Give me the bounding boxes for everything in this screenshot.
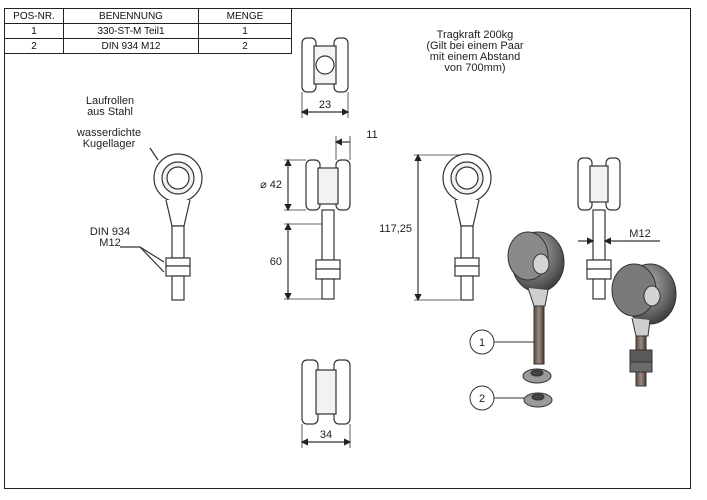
bottom-view-roller: [300, 359, 352, 448]
dim-diameter-value: ⌀ 42: [260, 179, 282, 191]
nut-note: DIN 934 M12: [80, 227, 140, 249]
dim-thread-size-value: M12: [629, 228, 650, 240]
front-hub: [317, 167, 339, 205]
hex-nut-upper: [165, 257, 191, 267]
load-line-4: von 700mm): [444, 62, 506, 74]
balloon-pos-2: [469, 385, 524, 411]
parts-list-row: 1 330-ST-M Teil1 1: [4, 23, 292, 39]
dim-thread-length-value: 60: [270, 256, 282, 268]
far-right-rod: [592, 209, 606, 261]
front-threaded-rod: [321, 209, 335, 261]
render-left-roller-hub: [532, 253, 550, 275]
roller-eye-shank: [165, 199, 191, 227]
balloon-pos-1: [469, 329, 534, 355]
front-view-roller: [284, 136, 351, 301]
bottom-hub: [315, 369, 337, 415]
front-nut-lower: [315, 268, 341, 280]
dim-width-top-value: 23: [319, 99, 331, 111]
load-line-1: Tragkraft 200kg: [436, 29, 514, 41]
rollers-line-1: Laufrollen: [85, 95, 135, 107]
right-threaded-rod: [460, 225, 474, 259]
right-side-view-roller: [414, 153, 492, 302]
right-nut-upper: [454, 257, 480, 267]
render-roller-assembly-left: [507, 231, 565, 365]
bearing-bore: [166, 166, 190, 190]
right-nut-lower: [454, 265, 480, 277]
header-benennung: BENENNUNG: [63, 8, 199, 24]
render-right-nut-upper: [629, 349, 653, 363]
render-nut-1-bore: [530, 369, 544, 377]
far-right-front-view: [577, 157, 660, 300]
parts-list-row: 2 DIN 934 M12 2: [4, 38, 292, 54]
load-line-2: (Gilt bei einem Paar: [426, 40, 524, 52]
balloon-1-label: 1: [479, 337, 485, 349]
hex-nut-lower: [165, 265, 191, 277]
nut-leader-line-lower: [139, 246, 165, 273]
parts-list-table: POS-NR. BENENNUNG MENGE 1 330-ST-M Teil1…: [4, 8, 292, 54]
right-eye-shank: [454, 199, 480, 227]
render-right-nut-lower: [629, 361, 653, 373]
right-rod-end: [460, 275, 474, 301]
bearing-note: wasserdichte Kugellager: [64, 128, 154, 150]
threaded-rod-end: [171, 275, 185, 301]
threaded-rod: [171, 225, 185, 259]
far-right-rod-end: [592, 278, 606, 300]
dim-overall-height-value: 117,25: [379, 223, 412, 235]
parts-list-header-row: POS-NR. BENENNUNG MENGE: [4, 8, 292, 24]
render-nuts-left: [522, 368, 553, 408]
dim-offset-value: 11: [366, 129, 377, 141]
nut-line-1: DIN 934: [89, 226, 131, 238]
bearing-leader-line: [149, 147, 159, 161]
side-view-roller: [120, 147, 203, 301]
pos-nr-cell: 2: [4, 38, 64, 54]
load-line-3: mit einem Abstand: [429, 51, 521, 63]
dim-width-bottom-value: 34: [320, 429, 332, 441]
front-rod-end: [321, 278, 335, 300]
header-menge: MENGE: [198, 8, 292, 24]
header-pos-nr: POS-NR.: [4, 8, 64, 24]
nut-line-2: M12: [99, 237, 121, 249]
bearing-line-2: Kugellager: [82, 138, 136, 150]
menge-cell: 2: [198, 38, 292, 54]
render-right-rod-upper: [635, 335, 647, 351]
far-right-hub: [589, 165, 609, 203]
render-left-rod: [533, 305, 545, 365]
load-capacity-note: Tragkraft 200kg (Gilt bei einem Paar mit…: [400, 30, 550, 74]
top-view-roller: [300, 37, 350, 118]
render-left-eye: [527, 287, 549, 307]
front-nut-upper: [315, 259, 341, 270]
render-roller-assembly-right: [611, 263, 677, 387]
render-right-rod-end: [635, 371, 647, 387]
render-right-eye: [631, 317, 651, 337]
right-bearing-bore: [455, 166, 479, 190]
rollers-note: Laufrollen aus Stahl: [70, 96, 150, 118]
far-right-nut-upper: [586, 259, 612, 270]
balloon-2-label: 2: [479, 393, 485, 405]
render-nut-2-bore: [531, 393, 545, 401]
far-right-nut-lower: [586, 268, 612, 280]
top-view-axle: [315, 55, 335, 75]
rollers-line-2: aus Stahl: [87, 106, 133, 118]
render-right-roller-hub: [643, 285, 661, 307]
bearing-line-1: wasserdichte: [76, 127, 142, 139]
